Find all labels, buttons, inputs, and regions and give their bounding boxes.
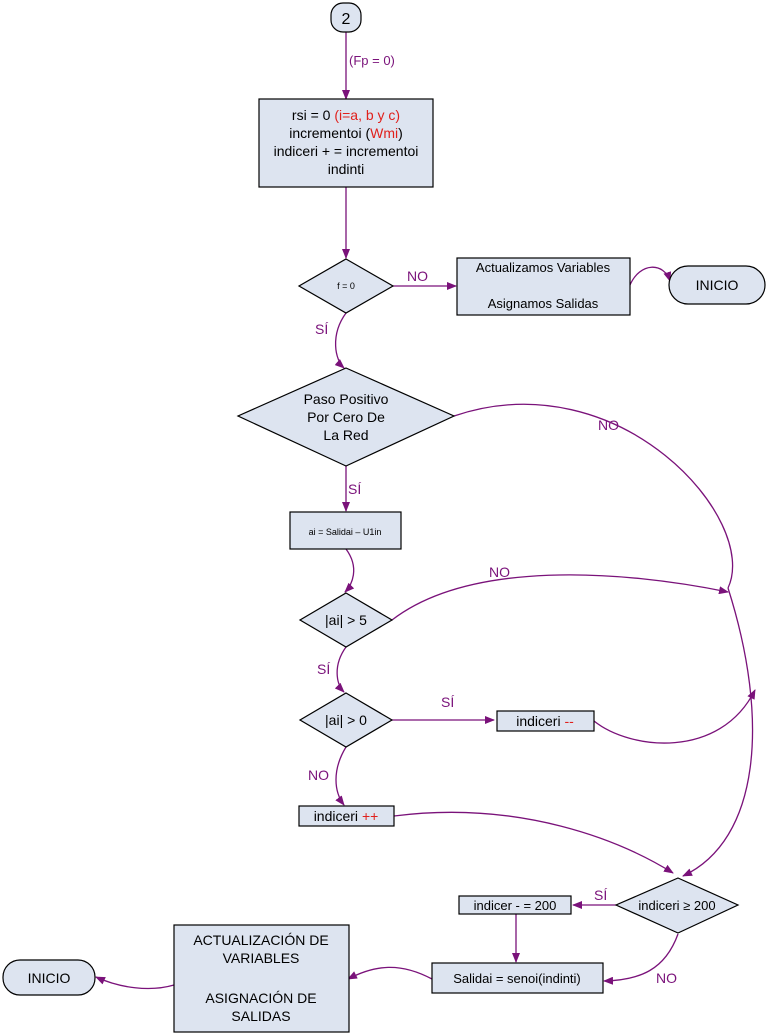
arrow-gt5-yes-to-gt0 [334, 646, 347, 693]
decision-f-diamond [297, 258, 395, 314]
gt0-yes: SÍ [441, 694, 454, 710]
arrow-gt0-no-to-inc [335, 746, 347, 806]
arrow-inc-to-200 [393, 811, 674, 874]
inc-box [298, 805, 395, 827]
arrow-paso-no-curve [453, 403, 734, 589]
decision-f-label: f = 0 [337, 281, 355, 291]
paso-line-1: Paso Positivo [304, 391, 389, 407]
init-line-1: rsi = 0 (i=a, b y c) [292, 107, 400, 123]
gt5-label: |ai| > 5 [325, 612, 367, 628]
arrow-main-curve-to-200 [682, 587, 754, 877]
update-box-2 [173, 924, 350, 1033]
arrow-f-yes-to-paso [334, 312, 347, 369]
arrow-dec-curve [593, 689, 756, 744]
salida-box-label: Salidai = senoi(indinti) [453, 971, 581, 986]
update-2-line-4: SALIDAS [231, 1008, 290, 1024]
decision-f-yes: SÍ [315, 321, 328, 337]
arrow-update-to-inicio [629, 266, 672, 286]
decision-f-no: NO [407, 268, 428, 284]
init-line-2: incrementoi (Wmi) [289, 125, 403, 141]
paso-line-2: Por Cero De [307, 409, 385, 425]
init-line-3: indiceri + = incrementoi [274, 143, 419, 159]
update-2-line-3: ASIGNACIÓN DE [205, 990, 316, 1006]
decision-200-yes: SÍ [594, 887, 607, 903]
update-box-1 [456, 257, 631, 316]
dec-box-label: indiceri -- [516, 713, 574, 729]
fp-note: (Fp = 0) [349, 53, 395, 68]
dec-box [496, 710, 595, 732]
arrow-ai-to-gt5 [344, 548, 355, 593]
inicio-2-label: INICIO [28, 970, 71, 986]
decision-200-no: NO [656, 970, 677, 986]
flow-connectors [95, 32, 756, 990]
update-2-line-2: VARIABLES [223, 950, 300, 966]
paso-line-3: La Red [323, 427, 368, 443]
arrow-200-no-to-salida [603, 933, 679, 985]
terminal-inicio-2 [2, 959, 96, 996]
gt0-no: NO [308, 767, 329, 783]
arrow-salida-to-update2 [347, 966, 433, 980]
paso-no: NO [598, 417, 619, 433]
inc-box-label: indiceri ++ [314, 808, 379, 824]
arrow-update2-to-inicio [95, 976, 175, 990]
connector-2 [330, 2, 362, 33]
gt5-no: NO [489, 564, 510, 580]
gt5-yes: SÍ [317, 661, 330, 677]
decision-gt0-diamond [298, 692, 394, 748]
reset-box [458, 895, 572, 915]
init-line-4: indinti [328, 161, 365, 177]
gt0-label: |ai| > 0 [325, 712, 367, 728]
decision-200-label: indiceri ≥ 200 [638, 898, 715, 913]
inicio-1-label: INICIO [696, 277, 739, 293]
connector-2-label: 2 [342, 11, 351, 28]
update-1-line-2: Asignamos Salidas [488, 296, 599, 311]
terminal-inicio-1 [668, 265, 766, 305]
decision-paso-diamond [236, 367, 456, 467]
ai-box [289, 511, 402, 550]
decision-gt5-diamond [298, 592, 394, 648]
update-1-line-1: Actualizamos Variables [476, 260, 611, 275]
decision-200-diamond [614, 877, 740, 934]
ai-box-label: ai = Salidai – U1in [309, 527, 382, 537]
paso-yes: SÍ [348, 481, 361, 497]
update-2-line-1: ACTUALIZACIÓN DE [193, 932, 328, 948]
salida-box [431, 962, 604, 994]
arrow-gt5-no-curve [391, 574, 729, 621]
init-box [258, 98, 434, 188]
reset-box-label: indicer - = 200 [474, 898, 557, 913]
